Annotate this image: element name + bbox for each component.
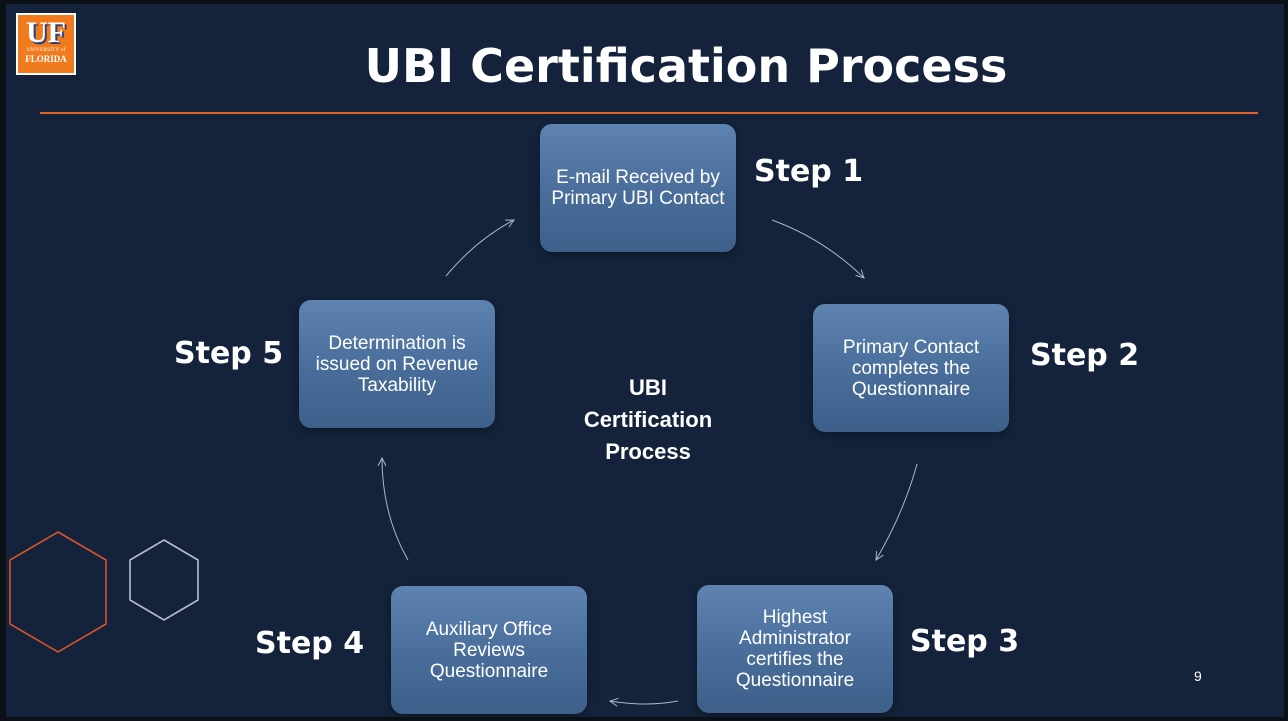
arrow-5-to-1 [445,220,514,277]
step-3-box: Highest Administrator certifies the Ques… [697,585,893,713]
uf-logo: UF UNIVERSITY of FLORIDA [16,13,76,75]
logo-university-text: UNIVERSITY of [26,48,66,53]
step-5-box: Determination is issued on Revenue Taxab… [299,300,495,428]
page-number: 9 [1194,668,1202,684]
orange-hexagon [9,531,107,653]
slide-title: UBI Certification Process [364,39,1008,93]
slide: UF UNIVERSITY of FLORIDA UBI Certificati… [6,4,1284,717]
arrow-1-to-2 [771,219,864,278]
step-3-label: Step 3 [910,624,1020,659]
step-4-label: Step 4 [255,626,365,661]
step-2-box: Primary Contact completes the Questionna… [813,304,1009,432]
center-label: UBI Certification Process [558,372,738,468]
center-label-line: Process [605,439,691,464]
step-5-label: Step 5 [174,336,284,371]
arrow-3-to-4 [610,701,679,704]
step-4-box: Auxiliary Office Reviews Questionnaire [391,586,587,714]
logo-florida-text: FLORIDA [25,54,67,64]
step-1-box: E-mail Received by Primary UBI Contact [540,124,736,252]
decor-and-arrows [9,4,918,717]
step-1-label: Step 1 [754,154,864,189]
center-label-line: Certification [583,407,713,432]
title-divider [40,112,1258,114]
arrow-2-to-3 [876,463,918,560]
step-2-label: Step 2 [1030,338,1140,373]
gray-hexagon [129,539,199,621]
center-label-line: UBI [629,375,667,400]
logo-uf-text: UF [26,16,66,49]
arrow-4-to-5 [382,458,409,561]
